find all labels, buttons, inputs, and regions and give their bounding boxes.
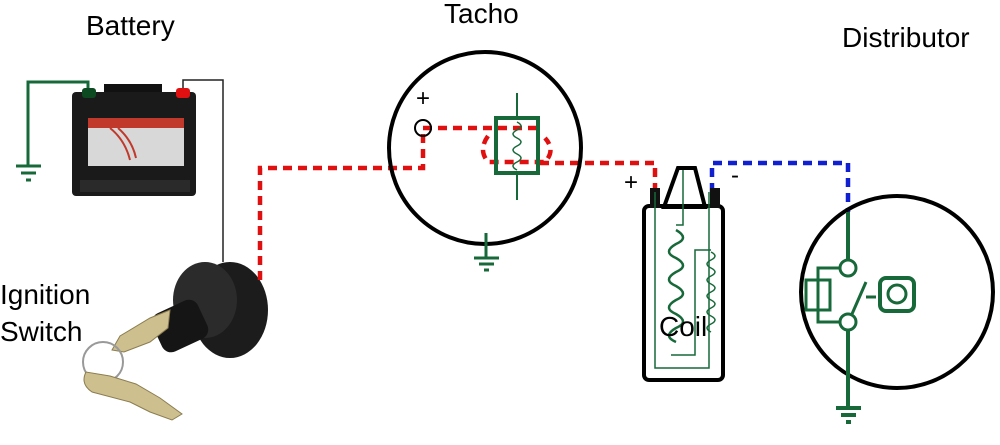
ignition-label-line1: Ignition xyxy=(0,279,91,310)
battery-to-switch-wire xyxy=(182,79,224,262)
battery-label: Battery xyxy=(86,10,175,41)
ignition-label-line2: Switch xyxy=(0,316,83,347)
coil-plus-sign: + xyxy=(624,169,639,196)
ignition-switch-icon xyxy=(82,262,268,421)
ignition-coil xyxy=(642,166,725,382)
distributor-label: Distributor xyxy=(842,22,970,53)
coil-minus-sign: - xyxy=(731,162,739,189)
distributor xyxy=(799,194,995,424)
battery-icon xyxy=(72,84,196,196)
tacho-gauge xyxy=(387,50,583,272)
tacho-plus-sign: + xyxy=(416,85,431,112)
distributor-signal-wire xyxy=(709,160,851,212)
coil-label: Coil xyxy=(659,311,708,342)
tacho-signal-wire xyxy=(257,125,658,280)
tacho-label: Tacho xyxy=(444,0,519,29)
